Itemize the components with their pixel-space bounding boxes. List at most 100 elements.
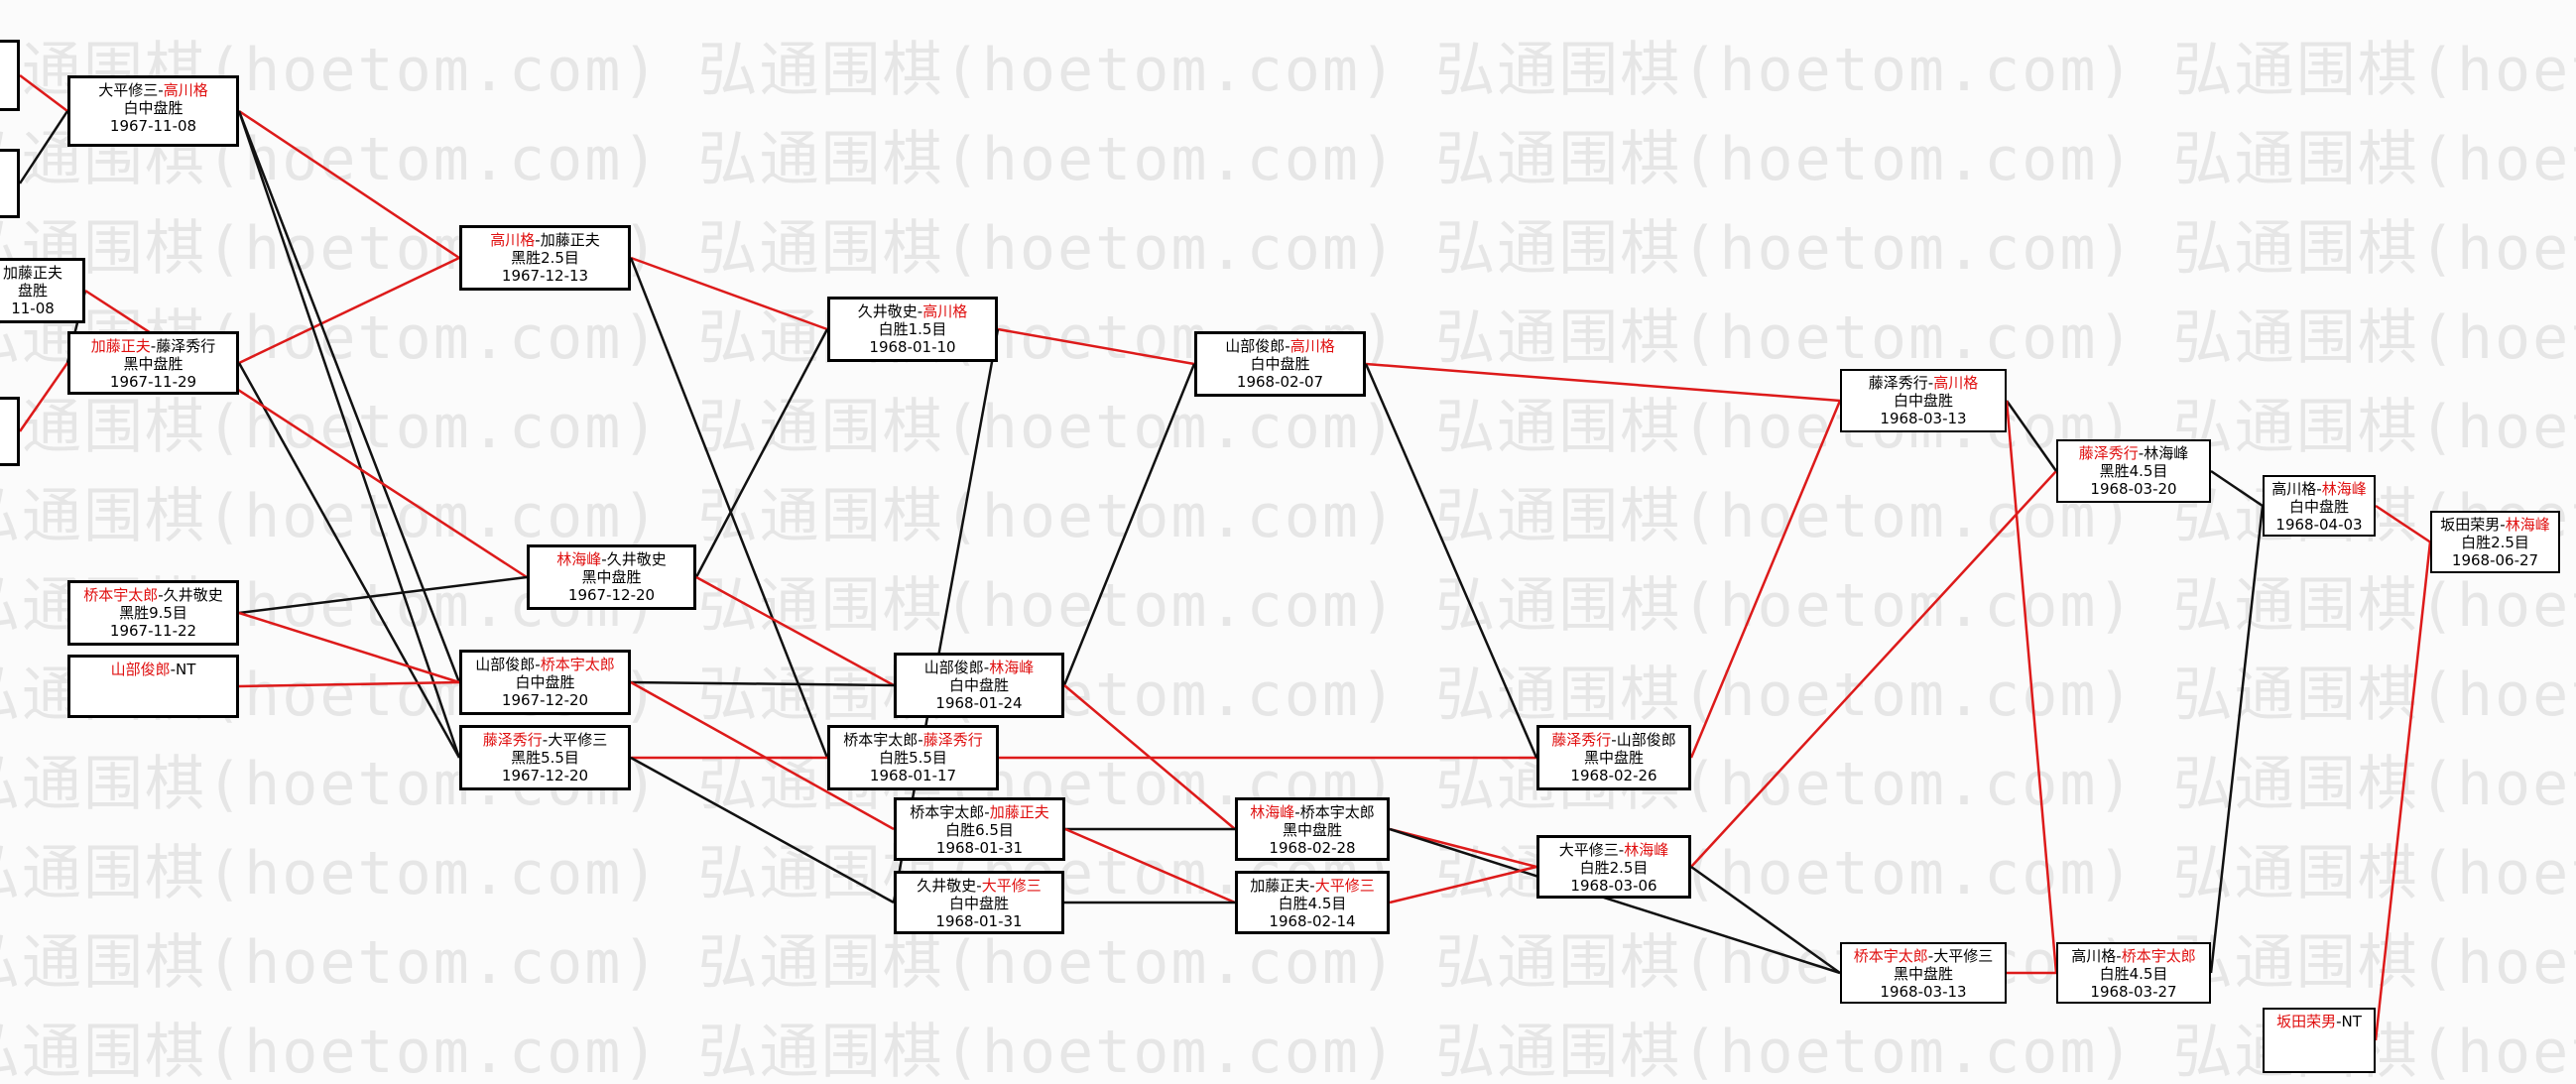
match-date: 1968-02-07 (1236, 373, 1324, 391)
bracket-link (1389, 865, 1537, 904)
match-date: 1967-11-08 (109, 117, 197, 135)
player-1: 山部俊郎 (923, 659, 984, 676)
player-2: 大平修三 (1933, 947, 1994, 965)
player-1: 桥本宇太郎 (83, 586, 159, 604)
player-1: 高川格 (2271, 480, 2317, 498)
match-date: 1968-01-31 (935, 839, 1024, 857)
player-1: 久井敬史 (857, 302, 918, 320)
match-date: 1968-02-14 (1269, 912, 1356, 930)
match-result: 白胜4.5目 (2099, 965, 2168, 983)
match-players: 高川格-桥本宇太郎 (2071, 947, 2196, 965)
match-players: 山部俊郎-林海峰 (923, 659, 1035, 676)
match-result: 白胜5.5目 (879, 749, 947, 767)
match-date: 1967-11-29 (109, 373, 197, 391)
player-1: 藤泽秀行 (1868, 374, 1928, 392)
match-date: 1968-01-10 (869, 338, 956, 356)
player-2: 高川格 (163, 81, 208, 99)
bracket-link (237, 362, 461, 759)
match-date: 1967-11-22 (109, 622, 197, 640)
match-date: 1968-06-27 (2451, 551, 2539, 569)
player-2: 林海峰 (2321, 480, 2367, 498)
player-1: 坂田荣男 (2440, 516, 2501, 534)
match-result: 白胜1.5目 (878, 320, 947, 338)
match-result: 白中盘胜 (948, 895, 1009, 912)
bracket-link (238, 109, 460, 260)
player-1: 高川格 (490, 231, 536, 249)
player-2: 加藤正夫 (540, 231, 600, 249)
match-node-cut[interactable] (0, 397, 20, 466)
match-date: 1967-12-20 (567, 586, 656, 604)
player-1: 山部俊郎 (475, 656, 536, 673)
player-1: 桥本宇太郎 (910, 803, 985, 821)
match-result: 白胜4.5目 (1278, 895, 1347, 912)
bracket-link (238, 611, 460, 684)
match-node-cut[interactable] (0, 40, 20, 111)
bracket-link (630, 756, 895, 904)
player-2: 加藤正夫 (989, 803, 1049, 821)
bracket-link (2005, 400, 2058, 472)
match-date: 1968-01-31 (935, 912, 1023, 930)
match-players: 高川格-加藤正夫 (490, 231, 600, 249)
match-players: 高川格-林海峰 (2271, 480, 2367, 498)
match-date: 1967-12-13 (501, 267, 589, 285)
player-2: 林海峰 (2505, 516, 2550, 534)
bracket-link (18, 110, 69, 184)
player-2: 桥本宇太郎 (2121, 947, 2196, 965)
match-result: 黑中盘胜 (581, 568, 642, 586)
match-date: 1967-12-20 (501, 767, 589, 784)
match-result: 黑中盘胜 (1893, 965, 1953, 983)
match-result: 白胜6.5目 (945, 821, 1014, 839)
match-players: 久井敬史-高川格 (857, 302, 968, 320)
bracket-link (997, 327, 1195, 366)
match-date: 1968-03-13 (1880, 983, 1967, 1001)
match-result: 白中盘胜 (948, 676, 1009, 694)
match-node-cut[interactable] (0, 149, 20, 218)
player-2: 桥本宇太郎 (540, 656, 615, 673)
bracket-link (2209, 505, 2265, 974)
match-players: 藤泽秀行-高川格 (1868, 374, 1979, 392)
bracket-link (630, 680, 895, 831)
match-players: 桥本宇太郎-加藤正夫 (910, 803, 1049, 821)
bracket-link (1690, 865, 1841, 975)
match-result: 白中盘胜 (515, 673, 575, 691)
match-node[interactable]: 坂田荣男-NT (2263, 1008, 2376, 1073)
player-2: 山部俊郎 (1616, 731, 1676, 749)
player-1: 大平修三 (1558, 841, 1619, 859)
bracket-link (694, 328, 829, 578)
bracket-link (1365, 362, 1841, 403)
player-2: 高川格 (1289, 337, 1335, 355)
bracket-link (237, 110, 461, 683)
match-result: 白中盘胜 (1893, 392, 1953, 410)
match-node[interactable]: 山部俊郎-NT (67, 655, 239, 718)
bracket-link (2005, 400, 2058, 974)
match-result: 白中盘胜 (123, 99, 184, 117)
match-result: 黑胜4.5目 (2099, 462, 2168, 480)
match-players: 桥本宇太郎-藤泽秀行 (843, 731, 983, 749)
match-players: 林海峰-久井敬史 (556, 550, 667, 568)
match-players: 久井敬史-大平修三 (917, 877, 1042, 895)
